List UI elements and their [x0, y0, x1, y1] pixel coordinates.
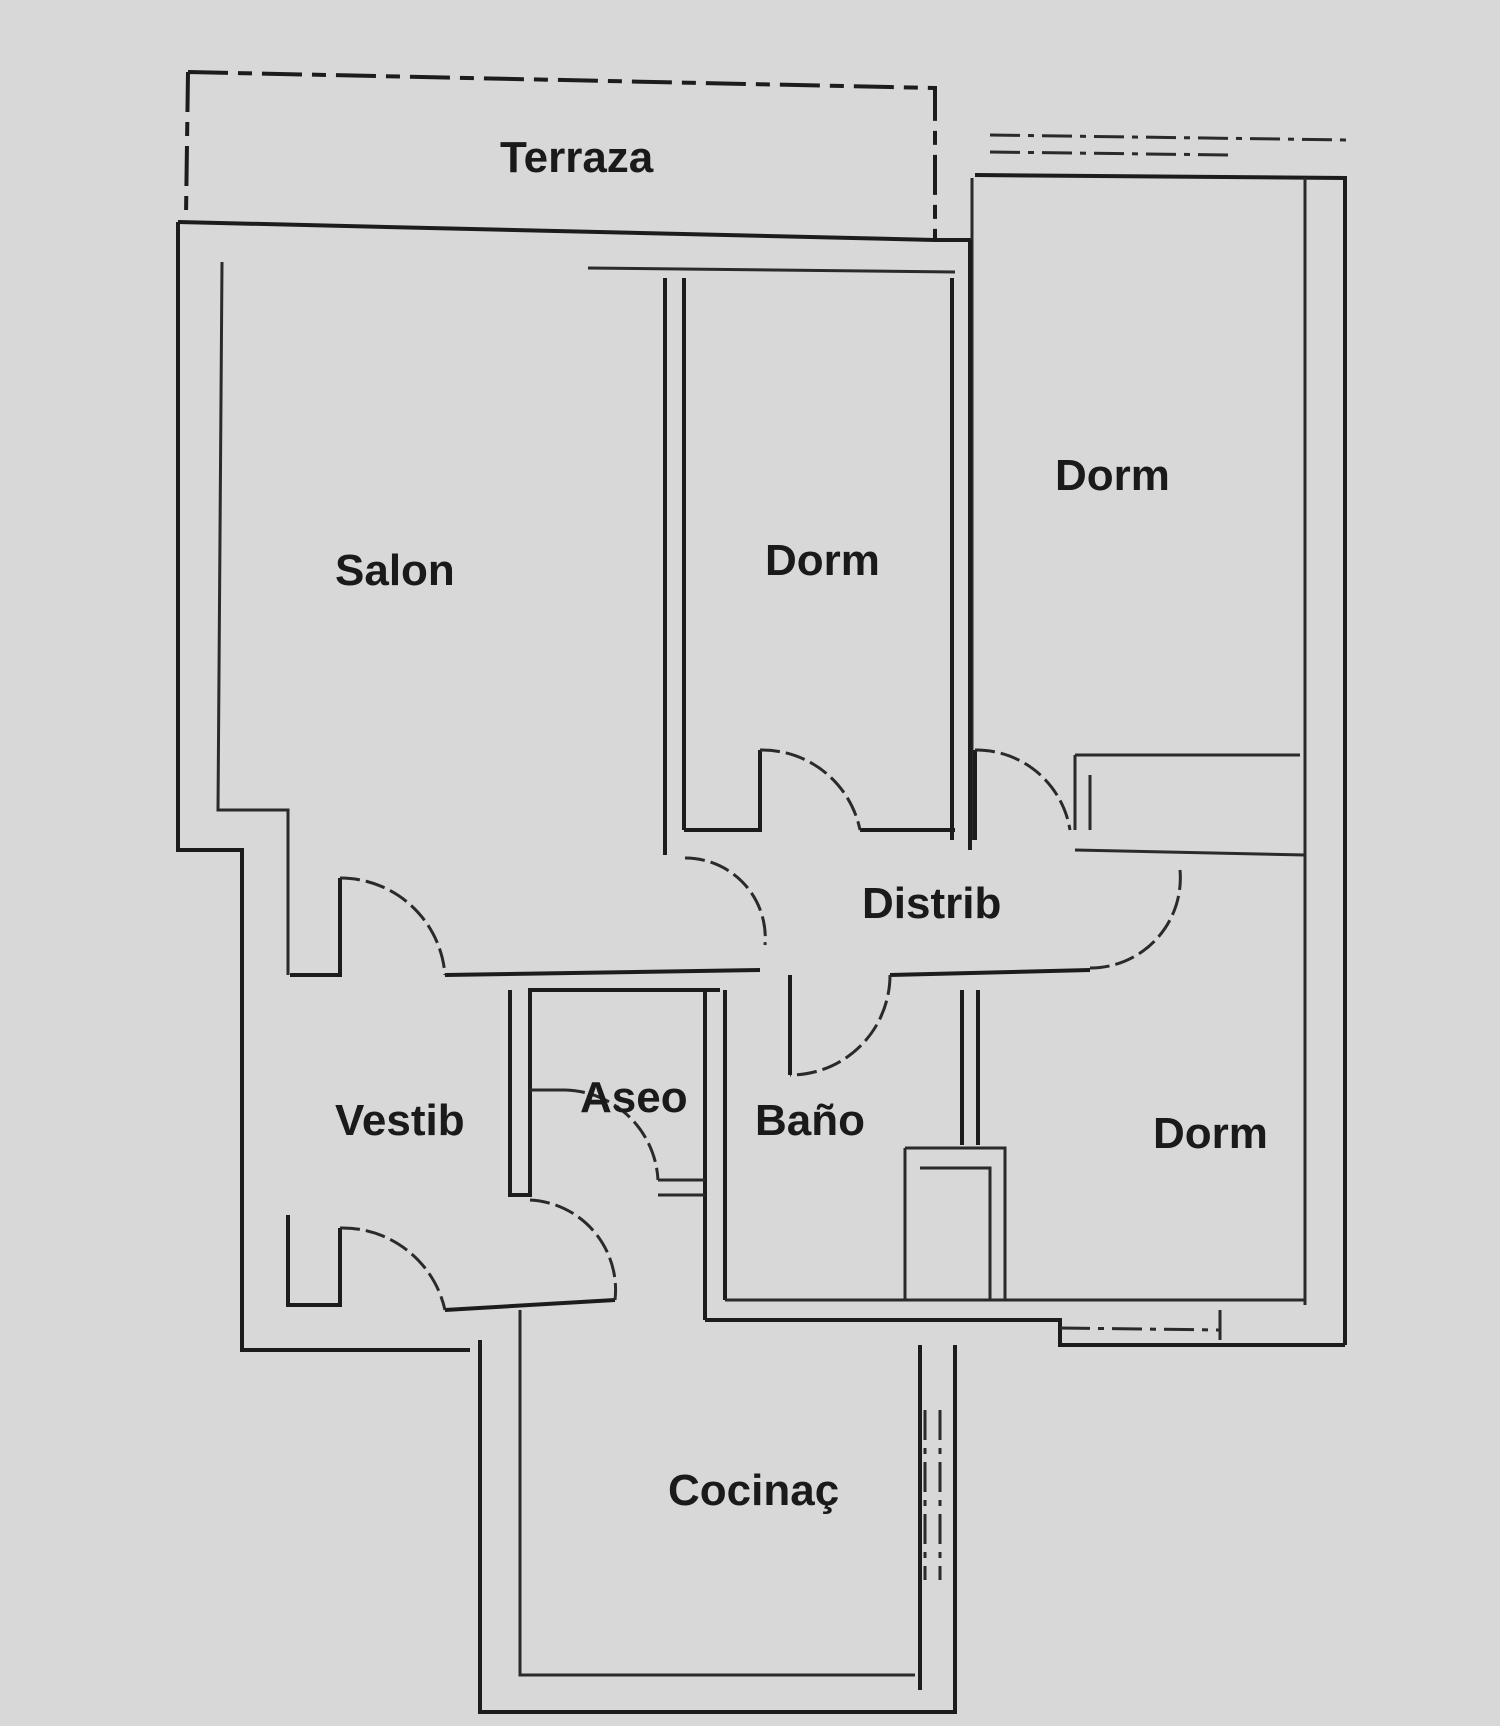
lower-dorm-door-swing [1089, 869, 1182, 970]
center-dorm-right-wall [950, 240, 972, 850]
label-cocina: Cocinaç [668, 1466, 839, 1515]
kitchen-window [923, 1410, 942, 1580]
label-bano: Baño [755, 1096, 865, 1145]
center-dorm-bottom-wall [684, 750, 955, 832]
label-dorm-right-bottom: Dorm [1153, 1109, 1268, 1158]
center-dorm-top-wall [587, 266, 956, 274]
bano-right-wall [960, 990, 980, 1145]
bano-bottom-wall [705, 1318, 1345, 1347]
bottom-right-window [1059, 1310, 1222, 1345]
right-dorm-door-swing [974, 748, 1072, 831]
room-labels: Terraza Salon Dorm Dorm Distrib Vestib A… [335, 133, 1268, 1515]
label-salon: Salon [335, 546, 455, 595]
aseo-small-wall [530, 1088, 705, 1197]
label-dorm-center: Dorm [765, 536, 880, 585]
entrance-door-swing [339, 1226, 447, 1311]
aseo-door-swing [564, 1088, 660, 1181]
vestib-bottom-wall [286, 1215, 616, 1312]
aseo-bano-wall [703, 990, 727, 1320]
salon-dorm-partition [663, 278, 686, 855]
kitchen-door-swing [529, 1198, 618, 1301]
label-distrib: Distrib [862, 879, 1001, 928]
top-right-wall [974, 173, 1347, 1345]
kitchen-outer-wall [478, 1340, 957, 1714]
kitchen-inner-wall [518, 1310, 915, 1677]
terrace-outline [184, 70, 937, 240]
vestib-door-swing [339, 876, 447, 976]
dorm-door-swing [759, 748, 862, 831]
top-right-window [989, 133, 1349, 157]
right-dorm-divider [1073, 753, 1306, 857]
vestib-aseo-wall [508, 988, 720, 1197]
walls [176, 70, 1349, 1714]
salon-door-swing [684, 856, 767, 946]
duct-box [903, 1146, 1007, 1300]
label-aseo: Aseo [580, 1073, 688, 1122]
doors [338, 748, 1182, 1311]
bano-door-swing [789, 974, 892, 1077]
terrace-bottom-wall [177, 220, 972, 242]
salon-left-wall [176, 222, 470, 1352]
label-terraza: Terraza [500, 133, 654, 182]
salon-inner-left-wall [216, 261, 290, 975]
label-vestib: Vestib [335, 1096, 465, 1145]
label-dorm-right-top: Dorm [1055, 451, 1170, 500]
